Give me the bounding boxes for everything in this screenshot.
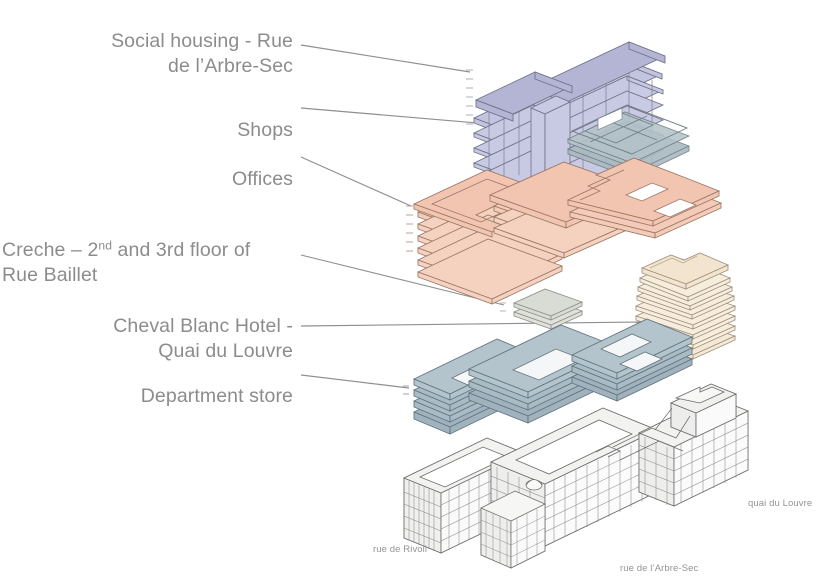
offices-void-1 (624, 182, 670, 202)
label-shops-text: Shops (237, 119, 293, 141)
department-store-centre (467, 324, 622, 424)
offices-void-2 (652, 198, 698, 218)
street-label-quai-du-louvre: quai du Louvre (748, 498, 813, 509)
shops-void (597, 107, 623, 131)
label-social-housing-text: Social housing - Rue de l’Arbre-Sec (111, 30, 293, 77)
label-social-housing: Social housing - Rue de l’Arbre-Sec (83, 4, 293, 79)
east-facade-windows (638, 419, 749, 505)
creche-floor-ticks (500, 302, 506, 312)
layer-cheval-blanc (634, 252, 737, 360)
label-offices-text: Offices (231, 168, 293, 190)
layer-department-store (403, 318, 694, 435)
leader-line-social-housing (300, 44, 471, 73)
label-department-store-text: Department store (140, 385, 293, 407)
layer-creche (500, 288, 584, 330)
department-store-void-east-1 (600, 333, 652, 358)
leader-line-offices (300, 156, 412, 207)
department-store-east (570, 318, 694, 402)
label-offices: Offices (180, 142, 293, 192)
layer-offices (405, 157, 723, 305)
existing-building-axonometric (403, 383, 749, 569)
street-label-rue-de-l-arbre-sec: rue de l’Arbre-Sec (620, 563, 699, 574)
label-department-store: Department store (97, 359, 293, 409)
department-store-void-east-2 (619, 351, 663, 372)
leader-line-creche (300, 254, 505, 306)
label-creche-text: Creche – 2nd and 3rd floor of Rue Baille… (2, 238, 251, 286)
leader-line-cheval-blanc (300, 321, 642, 327)
label-shops: Shops (183, 93, 293, 143)
label-cheval-blanc: Cheval Blanc Hotel - Quai du Louvre (72, 289, 293, 364)
street-label-rue-de-rivoli: rue de Rivoli (373, 544, 428, 555)
west-facade-windows (403, 481, 442, 551)
label-cheval-blanc-text: Cheval Blanc Hotel - Quai du Louvre (113, 315, 293, 362)
roof-structure-lines (595, 407, 691, 461)
label-creche: Creche – 2nd and 3rd floor of Rue Baille… (2, 213, 293, 288)
offices-floor-ticks (405, 205, 414, 252)
leader-line-department-store (300, 374, 410, 389)
offices-right-plate (566, 157, 723, 239)
social-housing-floor-ticks (465, 69, 474, 125)
department-store-floor-ticks (403, 385, 409, 395)
